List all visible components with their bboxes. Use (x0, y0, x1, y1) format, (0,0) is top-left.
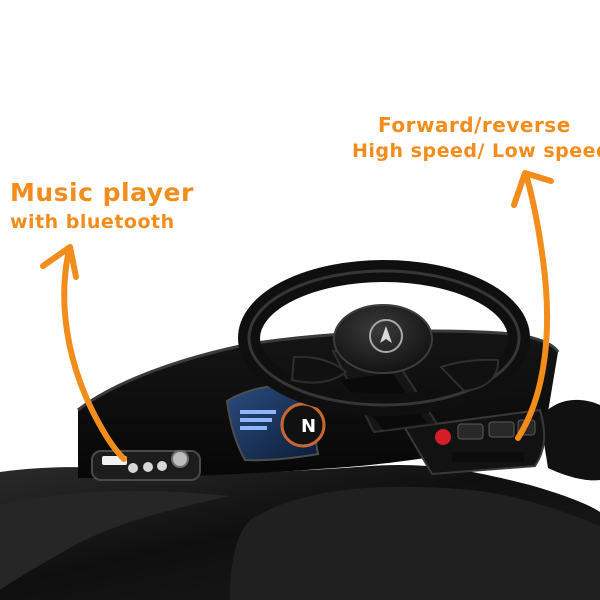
arrow-icon (511, 170, 554, 208)
annotation-music-line2: with bluetooth (10, 211, 175, 233)
screen-strip-3 (240, 426, 267, 430)
steering-wheel-icon (380, 326, 392, 343)
music-button-1 (128, 463, 138, 473)
switch-1 (457, 423, 484, 440)
dial-letter: N (301, 416, 316, 437)
arrow-icon (515, 175, 551, 441)
annotation-controls-line1: Forward/reverse (378, 113, 571, 137)
switch-4 (452, 452, 524, 462)
arrow-icon (61, 247, 127, 462)
start-button (435, 429, 451, 445)
steering-wheel-spoke-right (439, 358, 500, 393)
annotation-controls-line2: High speed/ Low speed (352, 140, 600, 162)
screen-strip-1 (240, 410, 276, 414)
music-knob (171, 450, 189, 468)
steering-wheel-rim-highlight (247, 269, 521, 407)
music-button-3 (157, 461, 167, 471)
hood-reflection (0, 490, 230, 590)
annotation-music-line1: Music player (10, 178, 194, 207)
switch-2 (488, 421, 515, 438)
speed-dial (280, 402, 326, 448)
arrow-icon (40, 244, 79, 280)
hood-highlight (230, 486, 600, 600)
music-button-2 (143, 462, 153, 472)
steering-wheel-logo-ring (369, 319, 403, 353)
screen-strip-2 (240, 418, 272, 422)
seat-side (540, 399, 600, 481)
steering-wheel-spoke-left (290, 355, 348, 384)
